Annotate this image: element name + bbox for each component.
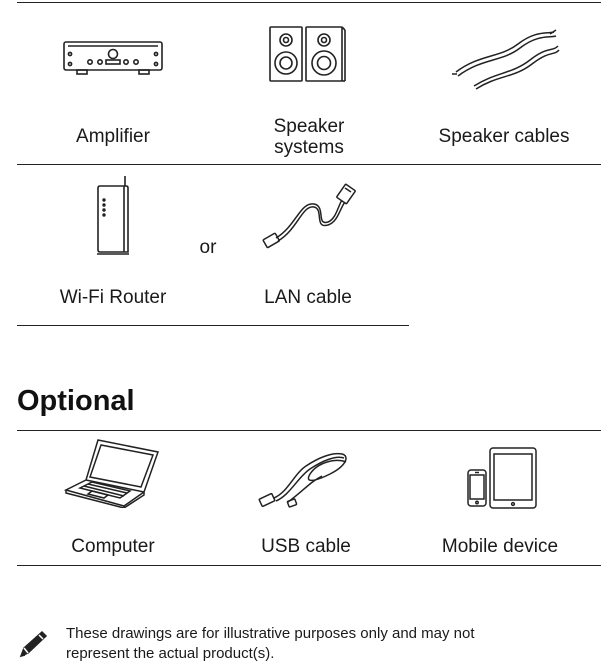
optional-row-divider — [17, 565, 601, 566]
or-text: or — [199, 237, 217, 258]
amplifier-icon — [62, 38, 164, 78]
speaker-systems-label-line2: systems — [274, 137, 344, 158]
row2-divider — [17, 325, 409, 326]
mobile-device-icon — [466, 446, 538, 510]
speaker-cables-label: Speaker cables — [438, 126, 570, 147]
speaker-systems-label: Speaker systems — [229, 116, 389, 158]
computer-label: Computer — [71, 536, 155, 557]
speaker-systems-label-line1: Speaker — [273, 116, 345, 137]
wifi-router-label: Wi-Fi Router — [59, 287, 167, 308]
optional-divider — [17, 430, 601, 431]
lan-cable-icon — [262, 182, 358, 252]
top-divider — [17, 2, 601, 3]
wifi-router-icon — [94, 174, 134, 258]
optional-heading: Optional — [17, 385, 135, 417]
amplifier-label: Amplifier — [76, 126, 150, 147]
row1-divider — [17, 164, 601, 165]
laptop-icon — [64, 436, 160, 508]
pencil-icon — [17, 628, 49, 660]
lan-cable-label: LAN cable — [264, 287, 352, 308]
usb-cable-label: USB cable — [261, 536, 351, 557]
speaker-cables-icon — [450, 28, 560, 90]
footnote-text: These drawings are for illustrative purp… — [66, 625, 475, 662]
speakers-icon — [268, 25, 346, 83]
mobile-device-label: Mobile device — [441, 536, 559, 557]
usb-cable-icon — [258, 444, 354, 514]
